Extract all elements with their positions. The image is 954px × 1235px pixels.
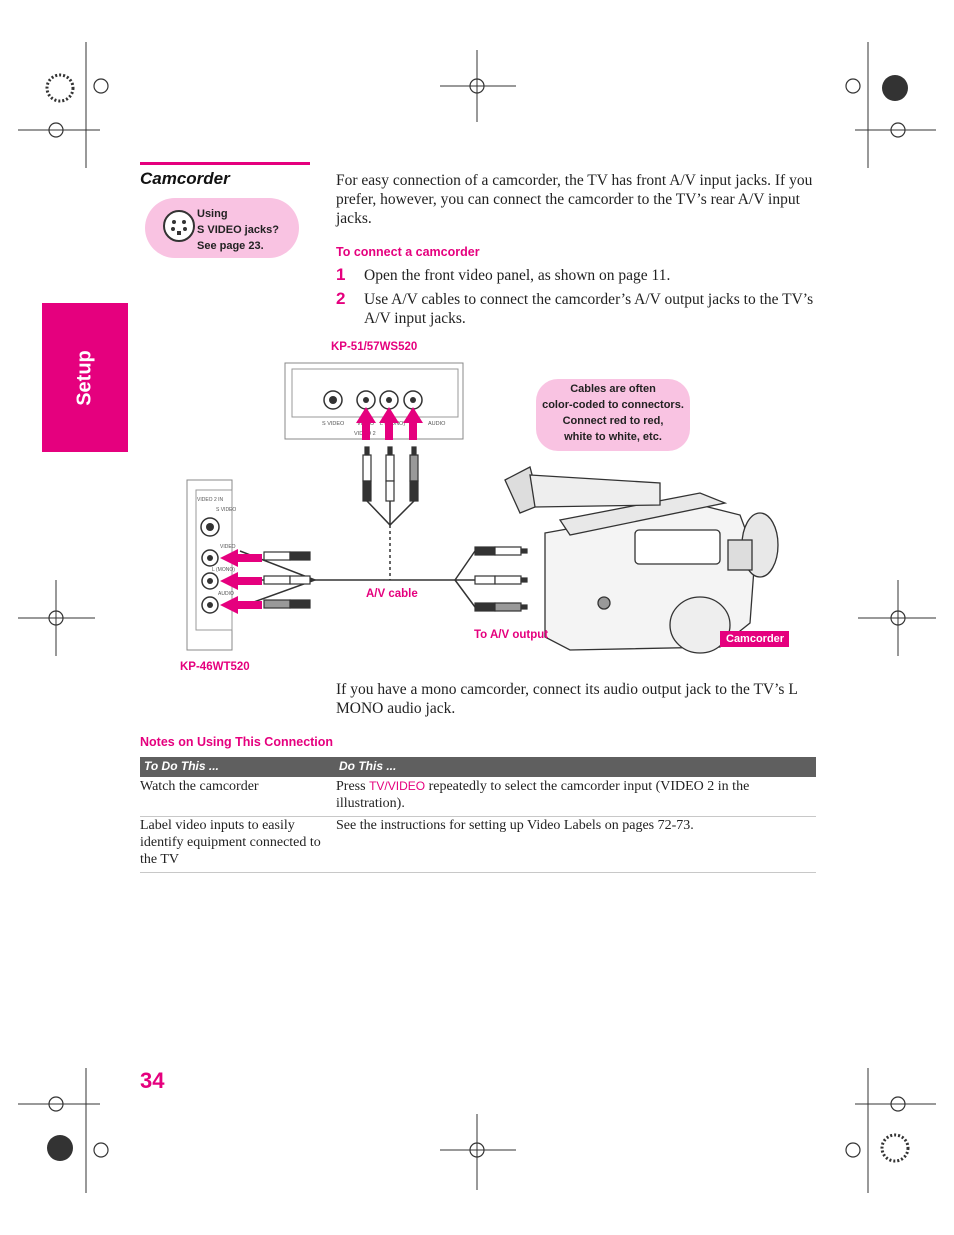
step-text: Open the front video panel, as shown on … (364, 267, 671, 284)
tv-model-left-label: KP-46WT520 (180, 661, 250, 673)
sidebar-tab-setup: Setup (42, 303, 128, 452)
panel-left-title-text: VIDEO 2 IN (197, 497, 224, 503)
procedure-heading: To connect a camcorder (336, 245, 480, 259)
camcorder-label: Camcorder (720, 631, 789, 647)
callout-line: Connect red to red, (562, 415, 664, 427)
s-video-jack-icon (163, 210, 195, 242)
col-header: Do This ... (339, 759, 397, 773)
tip-line: See page 23. (197, 240, 264, 252)
video-jack-icon (356, 390, 376, 410)
right-plugs-icon (474, 546, 528, 612)
tip-line: Using (197, 208, 228, 220)
audio-right-jack-icon (201, 596, 219, 614)
video-jack-icon (201, 549, 219, 567)
sidebar-tab-label: Setup (73, 349, 96, 406)
intro-paragraph: For easy connection of a camcorder, the … (336, 172, 813, 227)
callout-line: Cables are often (570, 383, 656, 395)
panel-left-audio-text: AUDIO (218, 591, 234, 597)
step-text: Use A/V cables to connect the camcorder’… (364, 291, 814, 327)
panel-left-video-text: VIDEO (220, 544, 236, 550)
panel-top-audio-text: AUDIO (428, 421, 446, 427)
tv-rear-panel: VIDEO 2 IN S VIDEO VIDEO L (MONO) AUDIO (186, 479, 236, 651)
tv-video-button-ref: TV/VIDEO (369, 779, 426, 793)
panel-left-svideo-text: S VIDEO (216, 507, 236, 513)
section-rule (140, 162, 310, 165)
step-number: 2 (336, 289, 346, 308)
step-number: 1 (336, 265, 346, 284)
notes-table-header: To Do This ... Do This ... (140, 757, 816, 777)
panel-top-svideo-text: S VIDEO (322, 421, 345, 427)
arrow-icons (356, 407, 423, 440)
tv-model-top-label: KP-51/57WS520 (331, 341, 418, 353)
callout-line: color-coded to connectors. (542, 399, 684, 411)
table-cell: Label video inputs to easily identify eq… (140, 818, 321, 867)
top-plugs-icon (362, 446, 419, 502)
s-video-jack-icon (200, 517, 220, 537)
col-header: To Do This ... (144, 759, 219, 773)
svideo-tip: Using S VIDEO jacks? See page 23. (145, 198, 299, 258)
output-label: To A/V output (474, 629, 549, 641)
table-cell: See the instructions for setting up Vide… (336, 818, 694, 833)
notes-heading: Notes on Using This Connection (140, 735, 334, 749)
cell-text: Press (336, 779, 370, 794)
tv-front-panel: S VIDEO VIDEO L (MONO) AUDIO VIDEO 2 (284, 362, 464, 440)
cable-label: A/V cable (366, 588, 418, 600)
panel-left-lmono-text: L (MONO) (212, 567, 235, 573)
connection-diagram: S VIDEO VIDEO L (MONO) AUDIO VIDEO 2 (186, 362, 779, 654)
audio-left-jack-icon (201, 572, 219, 590)
s-video-jack-icon (323, 390, 343, 410)
callout-line: white to white, etc. (564, 431, 662, 443)
mono-note: If you have a mono camcorder, connect it… (336, 681, 798, 717)
camcorder-icon (504, 466, 779, 654)
cell-text: repeatedly to select the camcorder input… (336, 779, 750, 811)
left-plugs-icon (263, 551, 311, 609)
section-title: Camcorder (140, 169, 230, 188)
table-cell: Watch the camcorder (140, 779, 259, 794)
table-row-divider (140, 816, 816, 817)
color-coding-callout: Cables are often color-coded to connecto… (536, 379, 690, 451)
arrow-icons (220, 549, 262, 614)
table-row-divider (140, 872, 816, 873)
table-cell: Press TV/VIDEO repeatedly to select the … (336, 778, 806, 812)
audio-left-jack-icon (379, 390, 399, 410)
page-number: 34 (140, 1068, 165, 1093)
audio-right-jack-icon (403, 390, 423, 410)
tip-line: S VIDEO jacks? (197, 224, 279, 236)
